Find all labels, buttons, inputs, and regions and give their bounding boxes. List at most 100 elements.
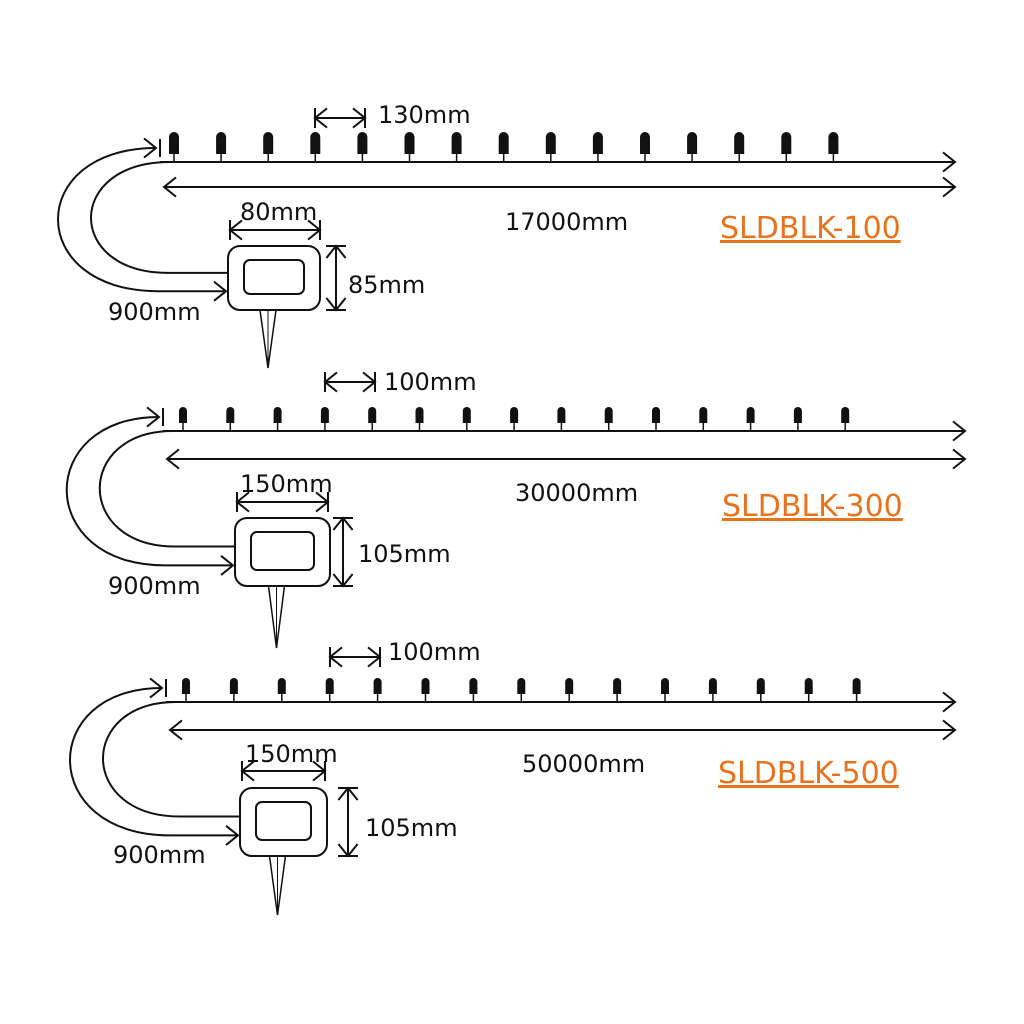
total-length-label: 30000mm [515, 479, 638, 507]
arrowhead [235, 491, 250, 513]
arrowhead [146, 406, 161, 428]
bulb-icon [661, 678, 669, 694]
wire-end-arrowhead [952, 420, 967, 442]
arrowhead [325, 297, 347, 312]
bulb-icon [226, 407, 235, 423]
bulb-spacing-label: 100mm [388, 638, 481, 666]
model-name: SLDBLK-300 [722, 489, 903, 524]
bulb-icon [708, 678, 717, 694]
arrowhead [162, 176, 177, 198]
bulb-icon [415, 407, 424, 423]
lead-length-dimension [57, 147, 226, 293]
arrowhead [165, 448, 180, 470]
bulb-icon [804, 678, 813, 694]
arrowhead [149, 677, 164, 699]
bulb-icon [263, 132, 274, 154]
bulb-icon [368, 407, 377, 423]
bulb-icon [756, 678, 765, 694]
bulb-icon [510, 407, 519, 423]
bulb-icon [498, 132, 509, 154]
bulb-icon [841, 407, 850, 423]
bulb-icon [373, 678, 382, 694]
lead-cable [90, 161, 228, 274]
arrowhead [307, 219, 322, 241]
bulb-icon [852, 678, 861, 694]
lead-length-label: 900mm [113, 841, 206, 869]
box-width-label: 150mm [245, 740, 338, 768]
arrowhead [942, 176, 957, 198]
arrowhead [313, 107, 328, 129]
bulb-icon [404, 132, 415, 154]
bulb-icon [179, 407, 187, 423]
bulb-icon [565, 678, 574, 694]
bulb-icon [746, 407, 755, 423]
bulb-icon [462, 407, 471, 423]
bulb-icon [169, 132, 179, 154]
bulb-icon [277, 678, 286, 694]
lead-length-dimension [65, 416, 233, 567]
box-width-label: 150mm [240, 470, 333, 498]
arrowhead [362, 371, 377, 393]
bulb-icon [421, 678, 430, 694]
bulb-icon [652, 407, 660, 423]
lead-cable [102, 701, 240, 818]
lead-cable [98, 430, 235, 548]
arrowhead [220, 555, 235, 576]
model-name: SLDBLK-100 [720, 211, 901, 246]
arrowhead [143, 137, 158, 159]
bulb-icon [604, 407, 613, 423]
arrowhead [168, 719, 183, 741]
bulb-icon [357, 132, 368, 154]
bulb-icon [451, 132, 462, 154]
wire-end-arrowhead [942, 691, 957, 713]
lead-length-label: 900mm [108, 572, 201, 600]
arrowhead [225, 825, 240, 846]
bulb-icon [320, 407, 329, 423]
bulb-icon [273, 407, 282, 423]
arrowhead [312, 760, 327, 782]
model-name: SLDBLK-500 [718, 756, 899, 791]
arrowhead [240, 760, 255, 782]
arrowhead [367, 646, 382, 668]
total-length-label: 50000mm [522, 750, 645, 778]
bulb-icon [229, 678, 238, 694]
arrowhead [942, 719, 957, 741]
box-height-label: 85mm [348, 271, 425, 299]
arrowhead [337, 786, 359, 801]
arrowhead [228, 219, 243, 241]
arrowhead [328, 646, 343, 668]
bulb-icon [699, 407, 708, 423]
solar-panel-cell [250, 531, 315, 571]
bulb-spacing-label: 130mm [378, 101, 471, 129]
solar-panel-cell [255, 801, 312, 841]
bulb-icon [557, 407, 566, 423]
total-length-label: 17000mm [505, 208, 628, 236]
bulb-icon [216, 132, 227, 154]
arrowhead [325, 244, 347, 259]
bulb-icon [687, 132, 698, 154]
box-height-label: 105mm [358, 540, 451, 568]
bulb-icon [325, 678, 334, 694]
bulb-icon [734, 132, 745, 154]
arrowhead [332, 516, 354, 531]
bulb-spacing-label: 100mm [384, 368, 477, 396]
arrowhead [337, 843, 359, 858]
bulb-icon [640, 132, 650, 154]
bulb-icon [793, 407, 802, 423]
arrowhead [952, 448, 967, 470]
bulb-icon [310, 132, 321, 154]
bulb-icon [182, 678, 190, 694]
lead-length-label: 900mm [108, 298, 201, 326]
wire-end-arrowhead [942, 151, 957, 173]
bulb-icon [469, 678, 478, 694]
arrowhead [323, 371, 338, 393]
solar-panel-cell [243, 259, 305, 295]
bulb-icon [592, 132, 603, 154]
bulb-icon [828, 132, 839, 154]
lead-length-dimension [69, 687, 238, 837]
bulb-icon [613, 678, 622, 694]
